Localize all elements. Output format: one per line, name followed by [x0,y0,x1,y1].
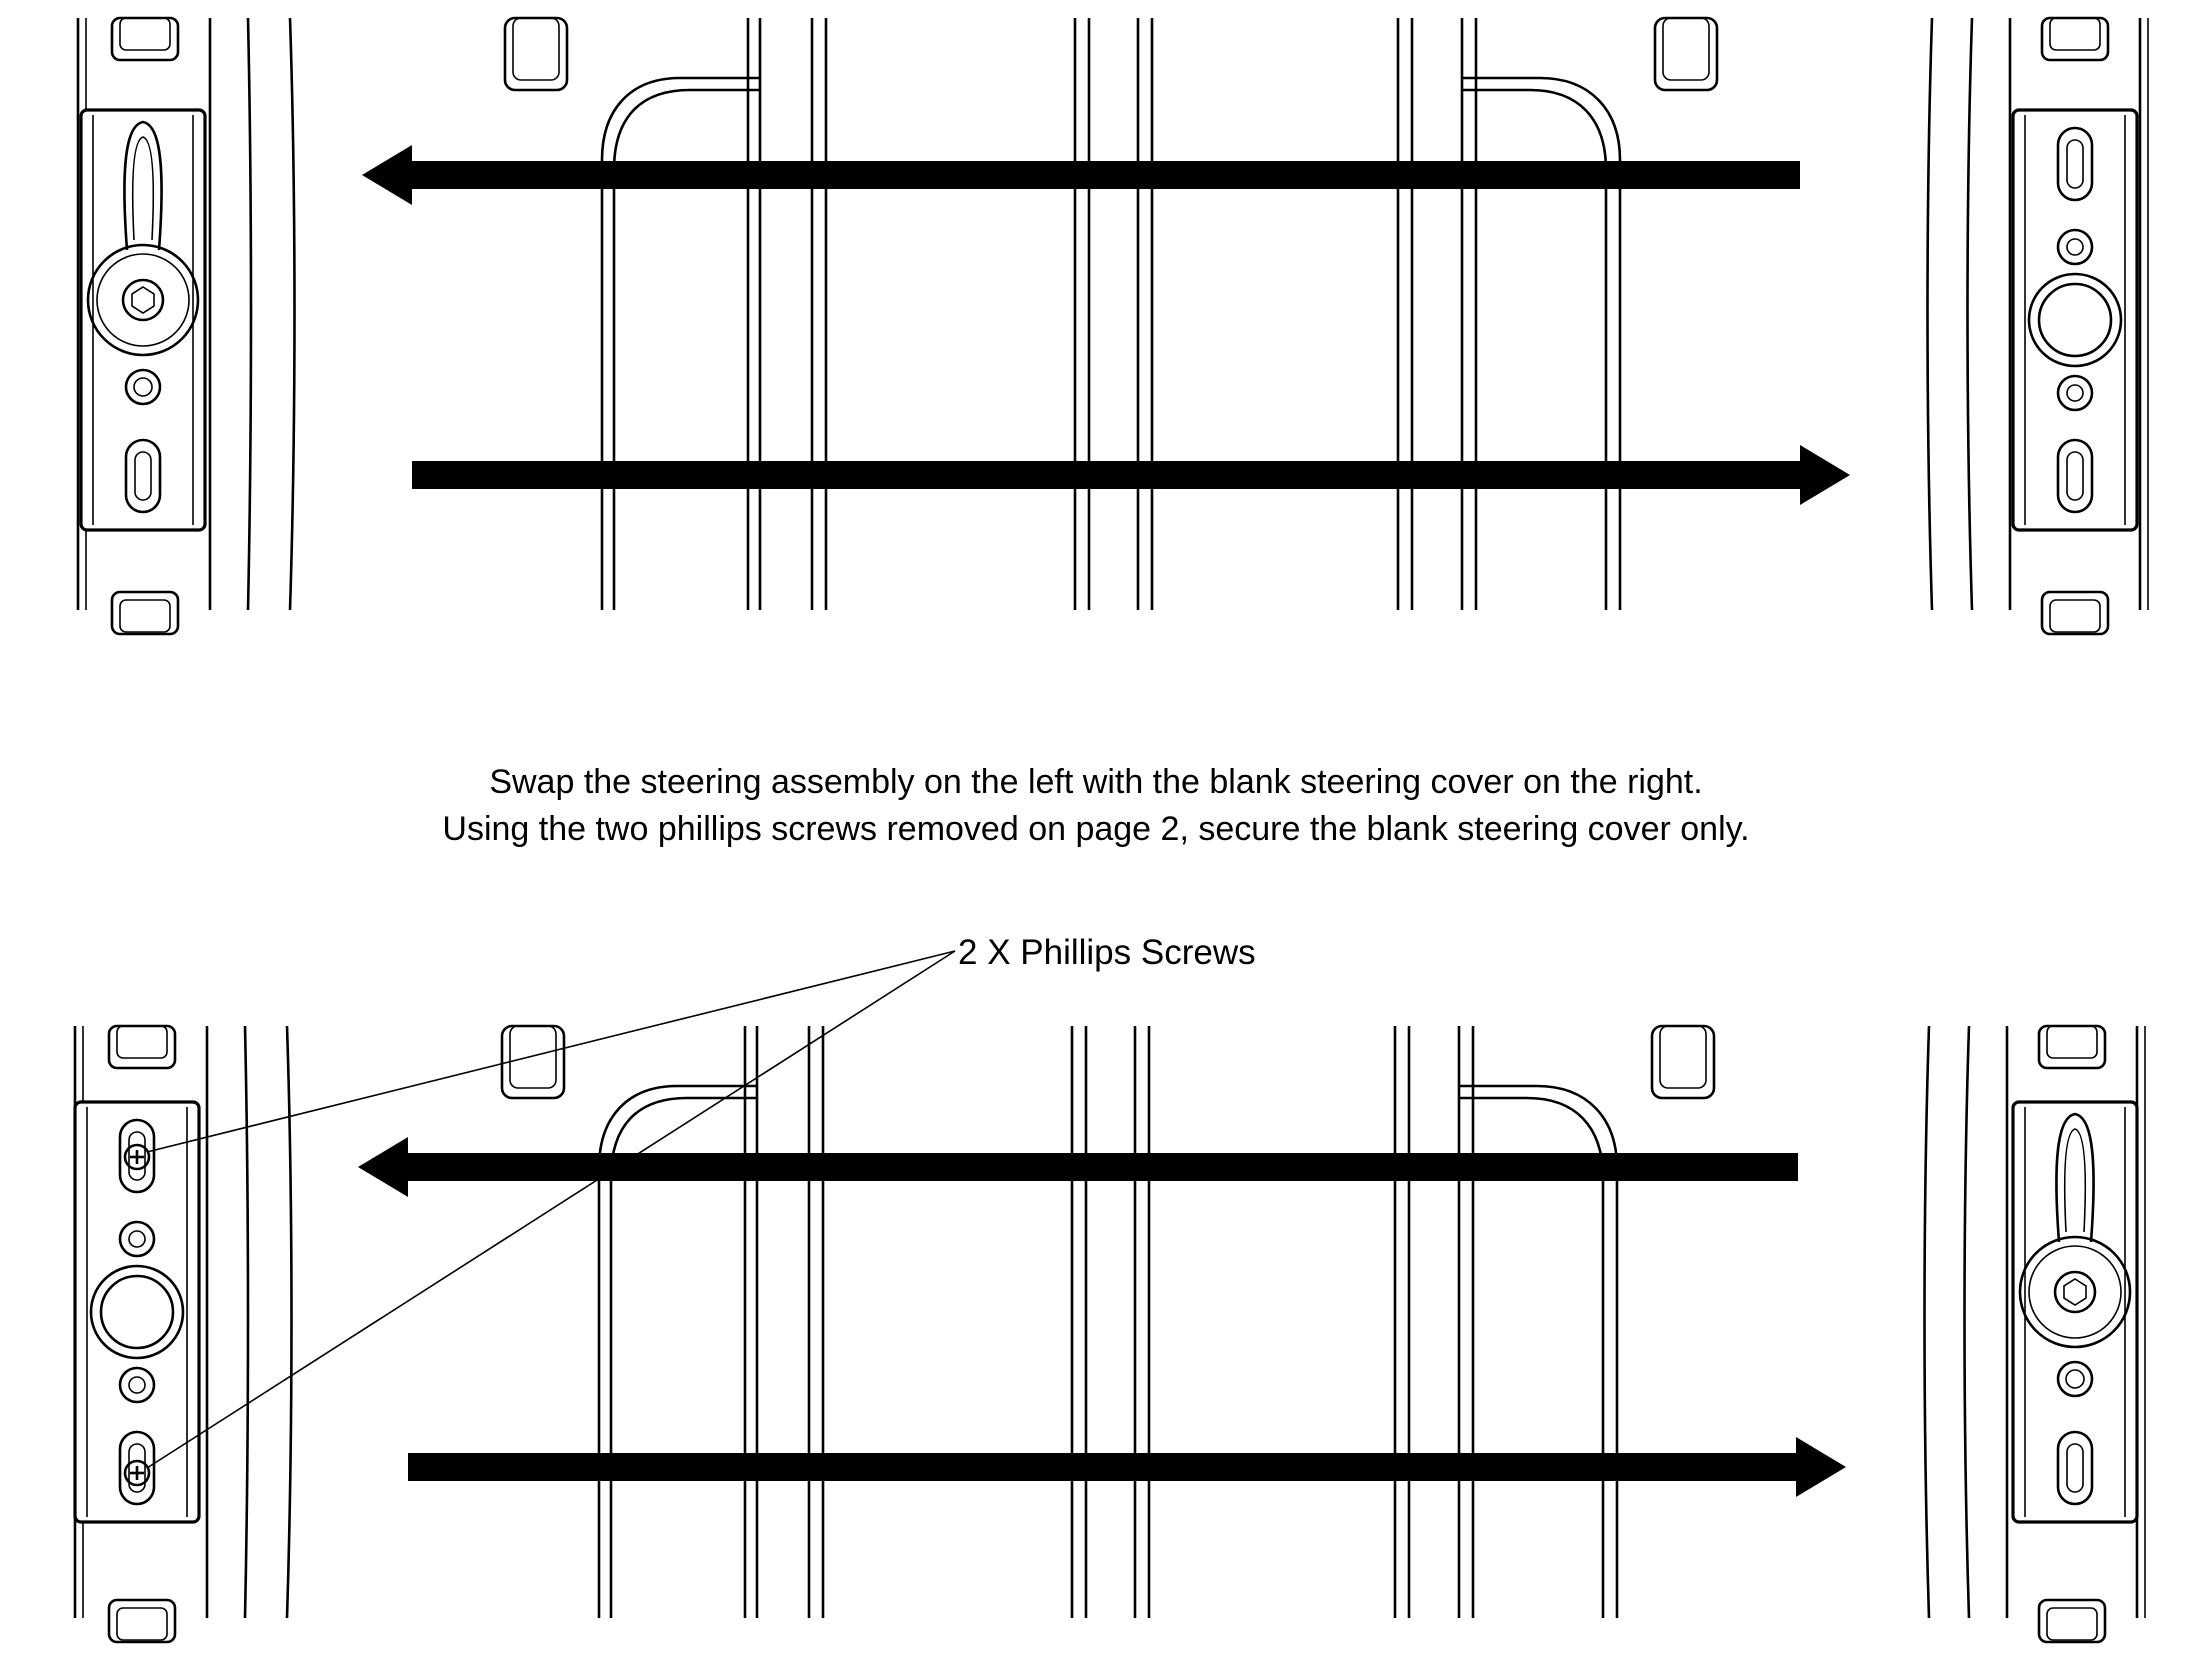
cart-frame [73,1024,2147,1644]
arrow-right-icon [412,445,1850,505]
step-before-view [76,16,2150,636]
steering-assembly-right [2011,1100,2139,1524]
step-after-view [73,1024,2147,1644]
blank-steering-cover-left [73,1100,201,1524]
callout-leader-lines [146,950,956,1469]
arrow-left-icon [358,1137,1798,1197]
steering-assembly-left [79,108,207,532]
cart-frame [76,16,2150,636]
blank-steering-cover-right [2011,108,2139,532]
arrow-right-icon [408,1437,1846,1497]
arrow-left-icon [362,145,1800,205]
instruction-line-1: Swap the steering assembly on the left w… [489,763,1703,801]
instruction-line-2: Using the two phillips screws removed on… [442,810,1750,848]
phillips-screws-callout-label: 2 X Phillips Screws [958,933,1256,972]
